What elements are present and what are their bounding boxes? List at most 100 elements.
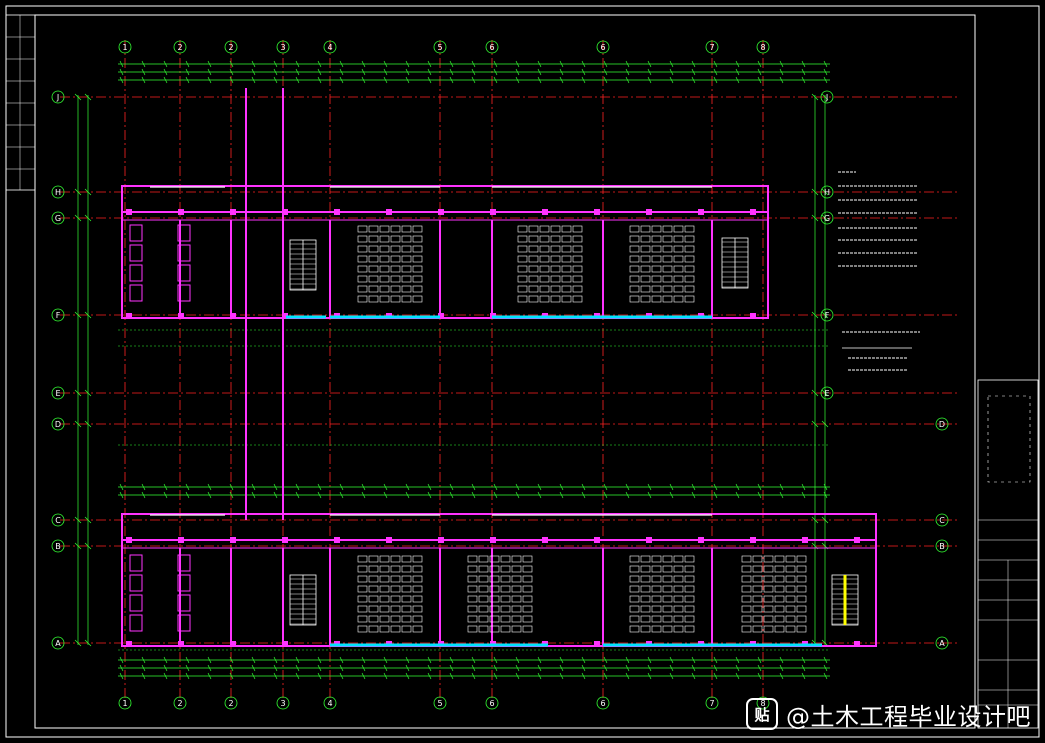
desk [640,575,651,583]
desk [511,585,522,593]
desk [467,625,478,633]
dimension-tick [295,483,300,491]
axis-bubble-label: 2 [177,699,182,708]
dimension-tick [779,76,784,84]
dimension-tick [471,664,476,672]
desk [357,295,368,303]
dimension-tick [713,60,718,68]
dimension-tick [74,389,82,397]
desk [412,265,423,273]
dimension-tick [625,76,630,84]
binding-strip [5,14,36,191]
dimension-tick [185,76,190,84]
desk [539,275,550,283]
desk [684,255,695,263]
dimension-tick [493,664,498,672]
desk [640,245,651,253]
column [542,537,548,543]
desk [500,595,511,603]
desk [539,265,550,273]
dimension-tick [405,68,410,76]
desk [511,555,522,563]
dimension-tick [713,76,718,84]
dimension-tick [251,491,256,499]
dimension-tick [163,491,168,499]
axis-bubble-label: 4 [327,699,332,708]
desk [662,255,673,263]
axis-bubble [51,417,65,431]
dimension-tick [493,76,498,84]
desk [390,285,401,293]
dimension-tick [273,491,278,499]
desk [522,595,533,603]
desk [629,585,640,593]
column [854,641,860,647]
desk [796,565,807,573]
desk [785,615,796,623]
axis-bubble-label: 6 [600,699,605,708]
toilet-stall [177,574,191,592]
desk [357,575,368,583]
desk [640,275,651,283]
desk [550,285,561,293]
dimension-tick [625,483,630,491]
desk [640,555,651,563]
desk [478,585,489,593]
dimension-tick [669,491,674,499]
desk [763,625,774,633]
desk [357,595,368,603]
dimension-tick [559,672,564,680]
desk [401,285,412,293]
desk [651,245,662,253]
desk [763,575,774,583]
desk [785,595,796,603]
dimension-tick [84,420,92,428]
axis-bubble [51,513,65,527]
axis-bubble [596,40,610,54]
dimension-tick [405,483,410,491]
dimension-tick [84,93,92,101]
desk [379,235,390,243]
desk [662,615,673,623]
binding-strip-lines [6,15,35,190]
desk [379,575,390,583]
dimension-tick [537,491,542,499]
axis-bubble-label: 8 [760,699,765,708]
toilet-stall [177,594,191,612]
column [178,641,184,647]
desk [528,275,539,283]
desk [561,285,572,293]
desk [528,225,539,233]
axis-bubble [935,513,949,527]
dimension-tick [449,76,454,84]
desk [662,625,673,633]
desk [662,235,673,243]
dimension-tick [361,664,366,672]
dimension-tick [427,664,432,672]
desk [401,555,412,563]
desk [651,615,662,623]
axis-bubble-label: E [55,389,60,398]
dimension-tick [811,188,819,196]
axis-bubble [935,636,949,650]
desk [511,595,522,603]
dimension-tick [821,311,829,319]
desk [368,245,379,253]
dimension-tick [559,483,564,491]
dimension-tick [317,60,322,68]
dimension-tick [471,672,476,680]
desk [357,605,368,613]
dimension-tick [647,491,652,499]
desk [572,235,583,243]
dimension-tick [559,60,564,68]
desk [640,595,651,603]
dimension-tick [295,656,300,664]
desk [390,605,401,613]
column [282,313,288,319]
dimension-tick [801,76,806,84]
dimension-tick [141,656,146,664]
dimension-tick [383,656,388,664]
dimension-tick [603,68,608,76]
desk [379,555,390,563]
dimension-tick [119,483,124,491]
